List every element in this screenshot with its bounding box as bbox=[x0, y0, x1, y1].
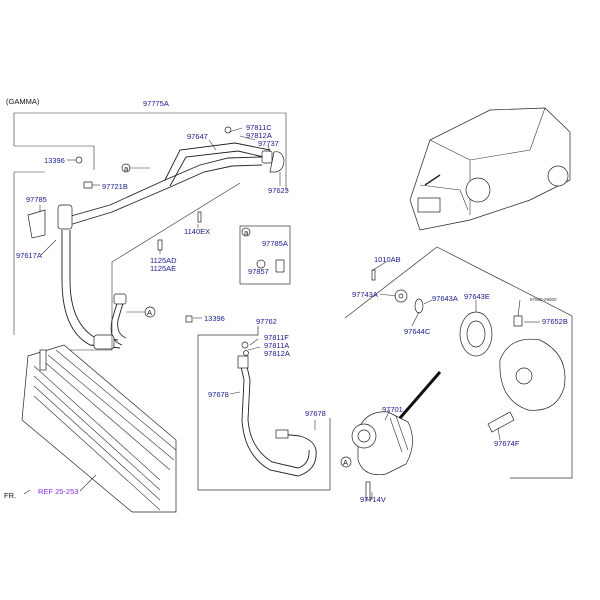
part-97857-shape bbox=[256, 259, 266, 269]
inset-box-a bbox=[239, 225, 291, 285]
part-97701[interactable]: 97701 bbox=[382, 405, 403, 414]
part-97785A[interactable]: 97785A bbox=[262, 239, 288, 248]
part-97644C[interactable]: 97644C bbox=[404, 327, 431, 336]
bracket-97775A-left bbox=[14, 145, 95, 170]
part-97678-left[interactable]: 97678 bbox=[208, 390, 229, 399]
part-97643E[interactable]: 97643E bbox=[464, 292, 490, 301]
part-1010AB[interactable]: 1010AB bbox=[374, 255, 401, 264]
part-97762[interactable]: 97762 bbox=[256, 317, 277, 326]
condenser bbox=[21, 344, 177, 513]
part-97812A-mid[interactable]: 97812A bbox=[264, 349, 290, 358]
part-97811A[interactable]: 97811A bbox=[264, 341, 289, 350]
frame-compressor bbox=[344, 246, 573, 479]
compressor-main bbox=[351, 411, 413, 476]
inset-callout-a: a bbox=[244, 228, 249, 237]
part-97652B[interactable]: 97652B bbox=[542, 317, 568, 326]
callout-a-main: a bbox=[124, 164, 129, 173]
part-97623[interactable]: 97623 bbox=[268, 186, 289, 195]
ref-link[interactable]: REF 25-253 bbox=[38, 487, 78, 496]
liquid-line bbox=[237, 341, 317, 477]
variant-label: (GAMMA) bbox=[6, 97, 40, 106]
clutch-parts bbox=[371, 269, 493, 357]
bracket-97775A bbox=[13, 112, 287, 190]
suction-pipe-assembly bbox=[57, 126, 285, 230]
part-97812A-top[interactable]: 97812A bbox=[246, 131, 272, 140]
part-97811C[interactable]: 97811C bbox=[246, 123, 272, 132]
fastener-13396-mid bbox=[185, 315, 193, 323]
part-97660[interactable]: 97660-29000 bbox=[530, 297, 557, 302]
vehicle-illustration bbox=[409, 107, 571, 231]
part-97785[interactable]: 97785 bbox=[26, 195, 47, 204]
part-97678-right[interactable]: 97678 bbox=[305, 409, 326, 418]
part-13396-top[interactable]: 13396 bbox=[44, 156, 65, 165]
part-97674F[interactable]: 97674F bbox=[494, 439, 520, 448]
part-97811F[interactable]: 97811F bbox=[264, 333, 289, 342]
fastener-13396-top bbox=[75, 156, 83, 164]
part-97714V[interactable]: 97714V bbox=[360, 495, 386, 504]
part-97647[interactable]: 97647 bbox=[187, 132, 208, 141]
leader-lines bbox=[39, 127, 540, 500]
part-1125AE[interactable]: 1125AE bbox=[150, 264, 176, 273]
compressor-rear bbox=[487, 315, 566, 433]
frame-diag bbox=[70, 182, 241, 351]
direction-arrow bbox=[23, 489, 31, 495]
callout-A-compressor: A bbox=[343, 458, 348, 467]
frame-97762 bbox=[197, 326, 331, 491]
fastener-97721B bbox=[83, 181, 93, 189]
bracket-97785-part bbox=[27, 209, 46, 239]
part-97617A[interactable]: 97617A bbox=[16, 251, 42, 260]
callout-A-main: A bbox=[147, 308, 152, 317]
part-1140EX[interactable]: 1140EX bbox=[184, 227, 210, 236]
bolt-97714V bbox=[365, 481, 371, 501]
part-97785A-shape bbox=[275, 259, 285, 273]
part-1125AD[interactable]: 1125AD bbox=[150, 256, 177, 265]
pointer-arrow bbox=[398, 371, 442, 419]
part-13396-mid[interactable]: 13396 bbox=[204, 314, 225, 323]
fastener-1140EX bbox=[197, 211, 202, 223]
part-97857[interactable]: 97857 bbox=[248, 267, 269, 276]
fastener-1125AD bbox=[157, 239, 163, 251]
part-97643A[interactable]: 97643A bbox=[432, 294, 458, 303]
part-97743A[interactable]: 97743A bbox=[352, 290, 378, 299]
part-97721B[interactable]: 97721B bbox=[102, 182, 128, 191]
direction-label: FR. bbox=[4, 491, 16, 500]
discharge-hose bbox=[61, 230, 127, 350]
part-97737[interactable]: 97737 bbox=[258, 139, 279, 148]
part-97775A[interactable]: 97775A bbox=[143, 99, 169, 108]
